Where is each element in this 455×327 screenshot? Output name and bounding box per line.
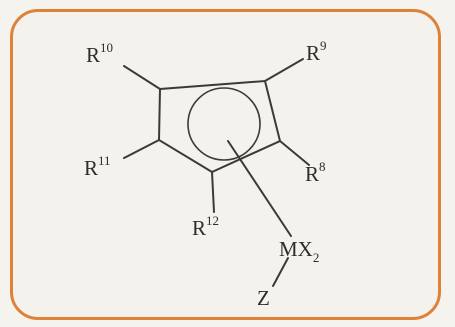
- bond-r12: [211, 171, 215, 213]
- bond-z: [272, 257, 289, 287]
- label-r8: R8: [305, 159, 326, 186]
- bond-r8: [279, 140, 310, 166]
- bond-r11: [123, 139, 160, 159]
- label-r12: R12: [192, 213, 219, 240]
- cyclopentadienyl-ring: [157, 79, 282, 174]
- label-z: Z: [257, 286, 270, 310]
- bond-r10: [123, 65, 161, 90]
- figure-frame: [10, 9, 441, 320]
- label-r9: R9: [306, 38, 327, 65]
- aromatic-circle: [187, 87, 261, 161]
- label-r10: R10: [86, 40, 113, 67]
- bond-r9: [264, 58, 304, 82]
- label-r11: R11: [84, 153, 111, 180]
- label-metal: MX2: [279, 237, 319, 265]
- bond-metal: [227, 140, 292, 237]
